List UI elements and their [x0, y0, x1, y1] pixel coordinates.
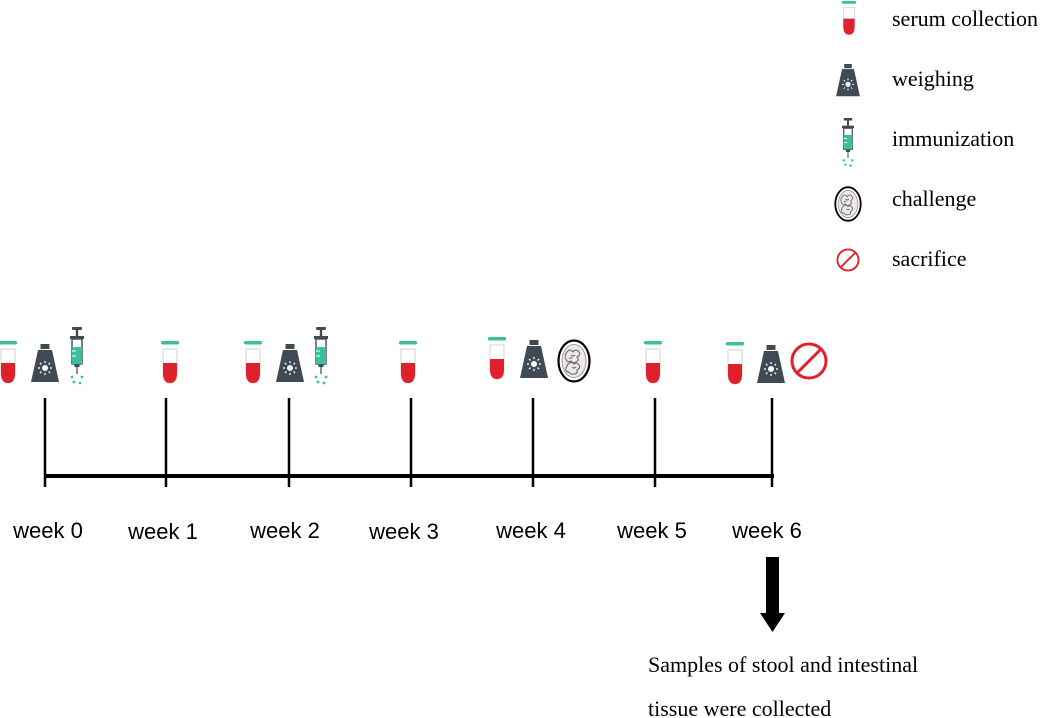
week-label: week 0 [12, 518, 83, 543]
weight-icon [756, 344, 786, 384]
serum-tube-icon [841, 0, 857, 36]
timeline-week-1: week 1 [127, 340, 198, 544]
serum-tube-icon [243, 340, 263, 384]
timeline-week-5: week 5 [616, 340, 687, 543]
serum-tube-icon [160, 340, 180, 384]
legend-label: serum collection [892, 6, 1038, 31]
collection-note: Samples of stool and intestinal tissue w… [648, 652, 918, 718]
legend-item-sacrifice: sacrifice [836, 246, 967, 272]
legend-label: immunization [892, 126, 1014, 151]
prohibited-icon [836, 248, 860, 272]
serum-tube-icon [643, 340, 663, 384]
serum-tube-icon [0, 340, 18, 384]
timeline-week-6: week 6 [725, 341, 828, 543]
week-label: week 2 [249, 518, 320, 543]
week-label: week 6 [731, 518, 802, 543]
legend-item-serum-collection: serum collection [841, 0, 1038, 36]
timeline-week-4: week 4 [487, 336, 591, 543]
legend-label: sacrifice [892, 246, 967, 271]
weight-icon [835, 63, 861, 97]
legend-item-immunization: immunization [841, 117, 1014, 168]
timeline-week-0: week 0 [0, 326, 85, 543]
weight-icon [275, 343, 305, 383]
weight-icon [519, 339, 549, 379]
note-line-2: tissue were collected [648, 696, 831, 718]
virus-dish-icon [834, 186, 862, 222]
serum-tube-icon [487, 336, 507, 380]
weight-icon [30, 343, 60, 383]
legend-item-challenge: challenge [834, 186, 976, 222]
legend-label: weighing [892, 66, 974, 91]
week-label: week 1 [127, 519, 198, 544]
week-label: week 4 [495, 518, 566, 543]
legend: serum collection weighing immunization c… [834, 0, 1038, 272]
syringe-icon [313, 326, 329, 386]
note-line-1: Samples of stool and intestinal [648, 652, 918, 677]
serum-tube-icon [398, 340, 418, 384]
virus-dish-icon [557, 339, 591, 383]
week-label: week 3 [368, 519, 439, 544]
legend-label: challenge [892, 186, 976, 211]
syringe-icon [69, 326, 85, 386]
serum-tube-icon [725, 341, 745, 385]
week-label: week 5 [616, 518, 687, 543]
timeline-week-2: week 2 [243, 326, 329, 543]
syringe-icon [841, 117, 855, 168]
down-arrow-icon [760, 557, 785, 632]
timeline-week-3: week 3 [368, 340, 439, 544]
legend-item-weighing: weighing [835, 63, 974, 97]
prohibited-icon [790, 342, 828, 380]
